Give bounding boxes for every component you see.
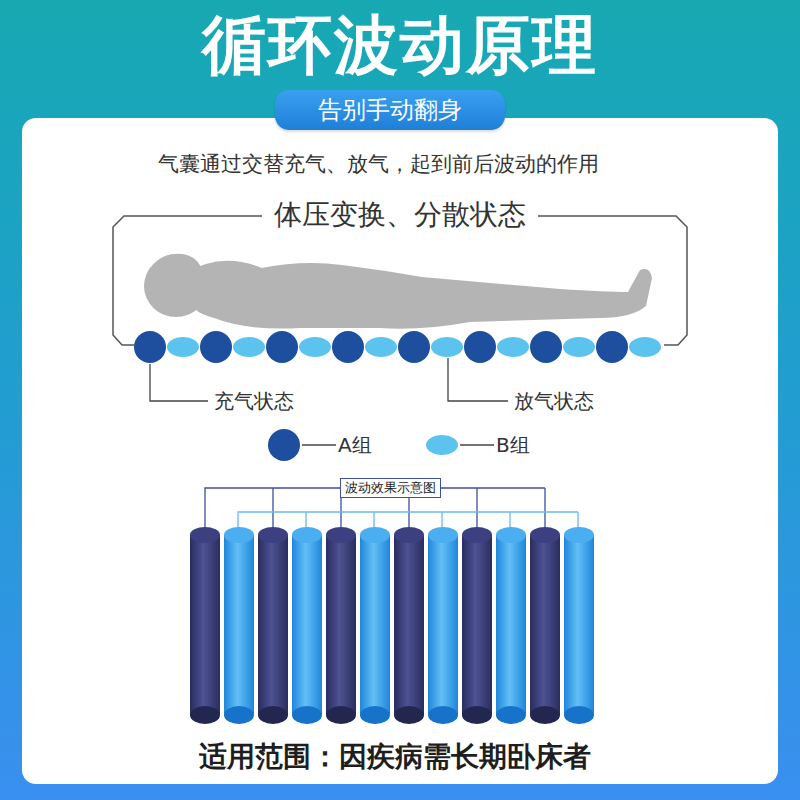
- legend-label: A组: [338, 433, 372, 457]
- inflated-cylinder: [462, 527, 492, 724]
- body: [150, 254, 652, 329]
- legend-swatches: [268, 429, 458, 461]
- bracket-heading: 体压变换、分散状态: [262, 198, 538, 232]
- intro-text: 气囊通过交替充气、放气，起到前后波动的作用: [158, 152, 599, 177]
- deflated-cell: [431, 337, 463, 357]
- cylinder-bottom: [428, 706, 458, 724]
- cylinder-top: [462, 527, 492, 543]
- inflated-cylinder: [326, 527, 356, 724]
- inflated-cell: [200, 331, 232, 363]
- deflated-cell: [233, 337, 265, 357]
- deflated-cylinder: [428, 527, 458, 724]
- cylinder-bottom: [326, 706, 356, 724]
- legend-label: B组: [496, 433, 530, 457]
- bracket-region: 体压变换、分散状态: [112, 215, 688, 347]
- inflated-cell: [134, 331, 166, 363]
- leader-line: [448, 358, 508, 401]
- cylinder-top: [530, 527, 560, 543]
- cylinder-top: [326, 527, 356, 543]
- cylinder-top: [258, 527, 288, 543]
- deflated-cell: [299, 337, 331, 357]
- cylinder-bottom: [530, 706, 560, 724]
- cylinder-bottom: [394, 706, 424, 724]
- cylinder-body: [496, 535, 526, 715]
- cylinder-bottom: [258, 706, 288, 724]
- legend-swatch: [268, 429, 300, 461]
- cylinder-body: [258, 535, 288, 715]
- cylinder-top: [394, 527, 424, 543]
- deflated-cylinder: [360, 527, 390, 724]
- cylinder-bottom: [190, 706, 220, 724]
- inflated-cell: [398, 331, 430, 363]
- cylinder-top: [496, 527, 526, 543]
- title: 循环波动原理: [202, 7, 598, 84]
- inflated-cylinder: [258, 527, 288, 724]
- human-silhouette: [144, 254, 652, 329]
- cylinder-body: [462, 535, 492, 715]
- cylinder-bottom: [462, 706, 492, 724]
- cylinder-body: [530, 535, 560, 715]
- cylinder-body: [326, 535, 356, 715]
- caption-box: 波动效果示意图: [340, 478, 441, 498]
- node-text: 波动效果示意图: [345, 480, 436, 496]
- cylinder-bottom: [292, 706, 322, 724]
- deflated-cylinder: [292, 527, 322, 724]
- cylinder-top: [564, 527, 594, 543]
- node-text: 告别手动翻身: [318, 96, 462, 125]
- cylinder-top: [190, 527, 220, 543]
- inflated-cell: [332, 331, 364, 363]
- cylinder-bottom: [496, 706, 526, 724]
- air-cylinders: [190, 527, 594, 724]
- deflated-cylinder: [564, 527, 594, 724]
- cylinder-body: [394, 535, 424, 715]
- inflated-cell: [530, 331, 562, 363]
- inflated-cell: [464, 331, 496, 363]
- inflated-cell: [266, 331, 298, 363]
- bracket-line: [113, 216, 687, 345]
- deflated-cylinder: [496, 527, 526, 724]
- subtitle-pill: 告别手动翻身: [275, 90, 505, 131]
- inflated-cylinder: [530, 527, 560, 724]
- cylinder-body: [224, 535, 254, 715]
- legend-swatch: [426, 435, 458, 455]
- deflated-cell: [629, 337, 661, 357]
- air-cell-row: [134, 331, 661, 363]
- cylinder-body: [564, 535, 594, 715]
- cylinder-body: [190, 535, 220, 715]
- cylinder-body: [360, 535, 390, 715]
- deflated-cell: [563, 337, 595, 357]
- callout-label: 放气状态: [514, 389, 594, 413]
- leader-lines: [150, 358, 508, 401]
- deflated-cylinder: [224, 527, 254, 724]
- legend-dashes: [302, 444, 494, 445]
- cylinder-top: [428, 527, 458, 543]
- deflated-cell: [497, 337, 529, 357]
- cylinder-body: [428, 535, 458, 715]
- usage-note: 适用范围：因疾病需长期卧床者: [199, 740, 591, 774]
- bracket-outline: [112, 215, 688, 347]
- leader-line: [150, 364, 208, 401]
- cylinder-body: [292, 535, 322, 715]
- cylinder-bottom: [564, 706, 594, 724]
- legend-dash: [302, 444, 336, 445]
- cylinder-bottom: [360, 706, 390, 724]
- deflated-cell: [365, 337, 397, 357]
- cylinder-top: [224, 527, 254, 543]
- cylinder-bottom: [224, 706, 254, 724]
- cylinder-top: [360, 527, 390, 543]
- legend-dash: [460, 444, 494, 445]
- deflated-cell: [167, 337, 199, 357]
- inflated-cylinder: [190, 527, 220, 724]
- callout-label: 充气状态: [214, 389, 294, 413]
- cylinder-top: [292, 527, 322, 543]
- inflated-cylinder: [394, 527, 424, 724]
- inflated-cell: [596, 331, 628, 363]
- white-panel: [22, 118, 778, 784]
